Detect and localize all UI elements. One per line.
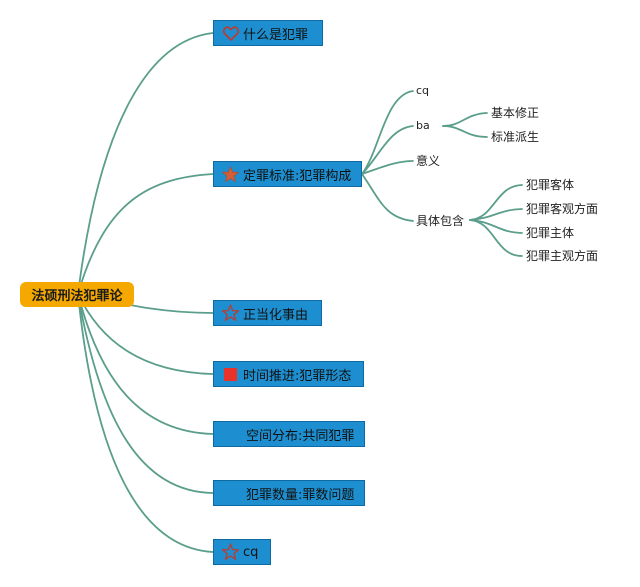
star-outline-icon [222, 304, 239, 322]
node-significance[interactable]: 意义 [416, 154, 441, 168]
node-specific-contents[interactable]: 具体包含 [416, 214, 465, 228]
root-node[interactable]: 法硕刑法犯罪论 [20, 282, 134, 307]
node-object-of-crime[interactable]: 犯罪客体 [526, 178, 575, 192]
node-subject-of-crime[interactable]: 犯罪主体 [526, 226, 575, 240]
node-basic-modified[interactable]: 基本修正 [491, 106, 540, 120]
branch-joint-crime[interactable]: 空间分布:共同犯罪 [213, 421, 365, 447]
branch-label: 什么是犯罪 [243, 27, 309, 43]
branch-conviction-standard[interactable]: 定罪标准:犯罪构成 [213, 161, 362, 187]
branch-label: 正当化事由 [243, 307, 309, 323]
branch-what-is-crime[interactable]: 什么是犯罪 [213, 20, 323, 46]
root-label: 法硕刑法犯罪论 [31, 289, 123, 304]
node-cq[interactable]: cq [416, 84, 430, 97]
star-filled-icon [222, 165, 239, 183]
branch-label: 时间推进:犯罪形态 [243, 368, 352, 384]
branch-label: 定罪标准:犯罪构成 [243, 168, 352, 184]
branch-justification[interactable]: 正当化事由 [213, 300, 322, 326]
branch-label: cq [243, 544, 259, 560]
heart-icon [222, 25, 239, 42]
node-objective-aspect[interactable]: 犯罪客观方面 [526, 202, 599, 216]
node-standard-derived[interactable]: 标准派生 [491, 130, 540, 144]
branch-cq[interactable]: cq [213, 539, 271, 565]
branch-crime-forms[interactable]: 时间推进:犯罪形态 [213, 361, 364, 387]
node-subjective-aspect[interactable]: 犯罪主观方面 [526, 249, 599, 263]
branch-label: 空间分布:共同犯罪 [246, 428, 355, 444]
red-flag-icon [222, 366, 239, 383]
branch-number-of-crimes[interactable]: 犯罪数量:罪数问题 [213, 480, 365, 506]
star-outline-icon [222, 543, 239, 561]
node-ba[interactable]: ba [416, 119, 430, 132]
branch-label: 犯罪数量:罪数问题 [246, 487, 355, 503]
